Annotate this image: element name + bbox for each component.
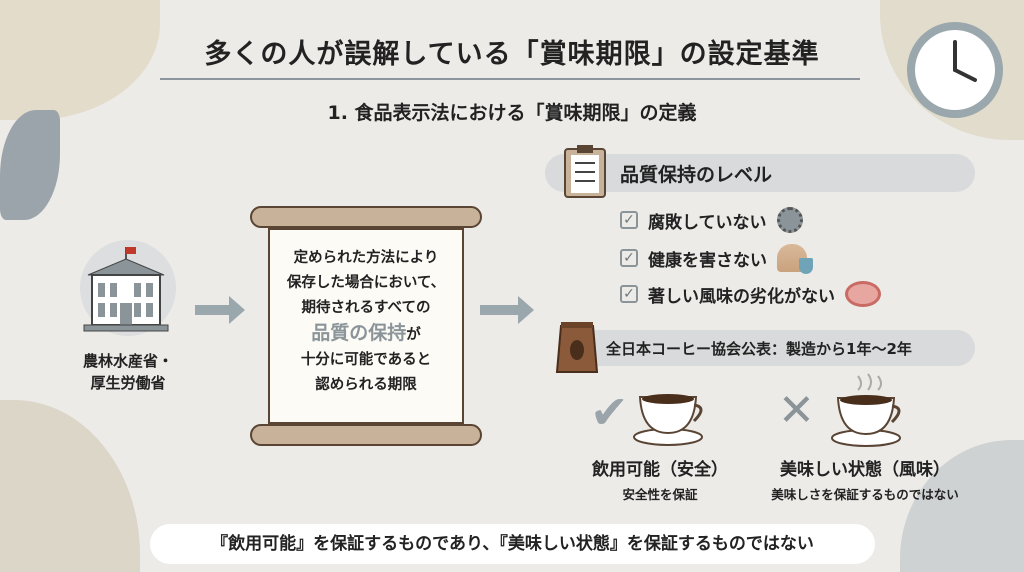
checkbox-checked-icon: ✓ <box>620 249 638 267</box>
tasty-title: 美味しい状態（風味） <box>780 460 950 480</box>
tasty-block: 美味しい状態（風味） 美味しさを保証するものではない <box>750 455 980 503</box>
definition-highlight: 品質の保持 <box>311 322 407 344</box>
section-subtitle: 1. 食品表示法における「賞味期限」の定義 <box>327 102 697 124</box>
safe-block: 飲用可能（安全） 安全性を保証 <box>580 455 740 503</box>
scroll-top-rod <box>250 206 482 228</box>
definition-particle: が <box>406 327 421 343</box>
quality-item: ✓ 健康を害さない <box>620 244 813 274</box>
bg-blob <box>0 400 140 572</box>
definition-line: 品質の保持が <box>268 321 464 348</box>
clipboard-icon <box>564 145 606 198</box>
definition-line: 認められる期限 <box>315 377 417 393</box>
quality-item-label: 健康を害さない <box>648 250 767 271</box>
ministry-line: 厚生労働省 <box>90 374 166 392</box>
coffee-note: 全日本コーヒー協会公表：製造から1年〜2年 <box>606 340 912 358</box>
coffee-cup-icon <box>633 394 703 446</box>
leaf-decoration <box>0 110 60 220</box>
checkbox-checked-icon: ✓ <box>620 285 638 303</box>
title-divider <box>160 78 860 80</box>
page-title: 多くの人が誤解している「賞味期限」の設定基準 <box>204 39 820 70</box>
scroll-bottom-rod <box>250 424 482 446</box>
definition-line: 期待されるすべての <box>301 300 431 316</box>
quality-heading-pill <box>545 154 975 192</box>
definition-line: 保存した場合において、 <box>286 275 446 291</box>
arrow-right-icon <box>480 296 534 324</box>
tongue-icon <box>845 281 881 307</box>
ministry-label: 農林水産省・ 厚生労働省 <box>60 350 196 394</box>
government-building-icon <box>83 247 169 332</box>
definition-line: 十分に可能であると <box>300 352 432 368</box>
checkbox-checked-icon: ✓ <box>620 211 638 229</box>
cross-icon: ✕ <box>778 385 815 436</box>
quality-item-label: 著しい風味の劣化がない <box>648 286 835 307</box>
bacteria-icon <box>776 207 803 233</box>
definition-line: 定められた方法により <box>293 250 439 266</box>
coffee-note-pill <box>580 330 975 366</box>
arrow-right-icon <box>195 296 245 324</box>
checkmark-icon: ✔ <box>590 385 629 439</box>
quality-item: ✓ 腐敗していない <box>620 207 803 233</box>
safe-title: 飲用可能（安全） <box>592 460 728 480</box>
coffee-bag-icon <box>555 322 599 373</box>
steaming-coffee-cup-icon <box>831 373 901 447</box>
ministry-line: 農林水産省・ <box>82 352 173 370</box>
quality-item-label: 腐敗していない <box>648 212 767 233</box>
definition-scroll <box>268 228 464 424</box>
clock-icon <box>907 22 1003 118</box>
bottom-summary: 『飲用可能』を保証するものであり、『美味しい状態』を保証するものではない <box>150 524 875 564</box>
person-shield-icon <box>777 244 813 274</box>
quality-heading: 品質保持のレベル <box>620 164 773 186</box>
quality-item: ✓ 著しい風味の劣化がない <box>620 281 881 307</box>
tasty-subtitle: 美味しさを保証するものではない <box>771 487 959 502</box>
definition-text: 定められた方法により 保存した場合において、 期待されるすべての 品質の保持が … <box>268 246 464 398</box>
safe-subtitle: 安全性を保証 <box>622 487 698 502</box>
